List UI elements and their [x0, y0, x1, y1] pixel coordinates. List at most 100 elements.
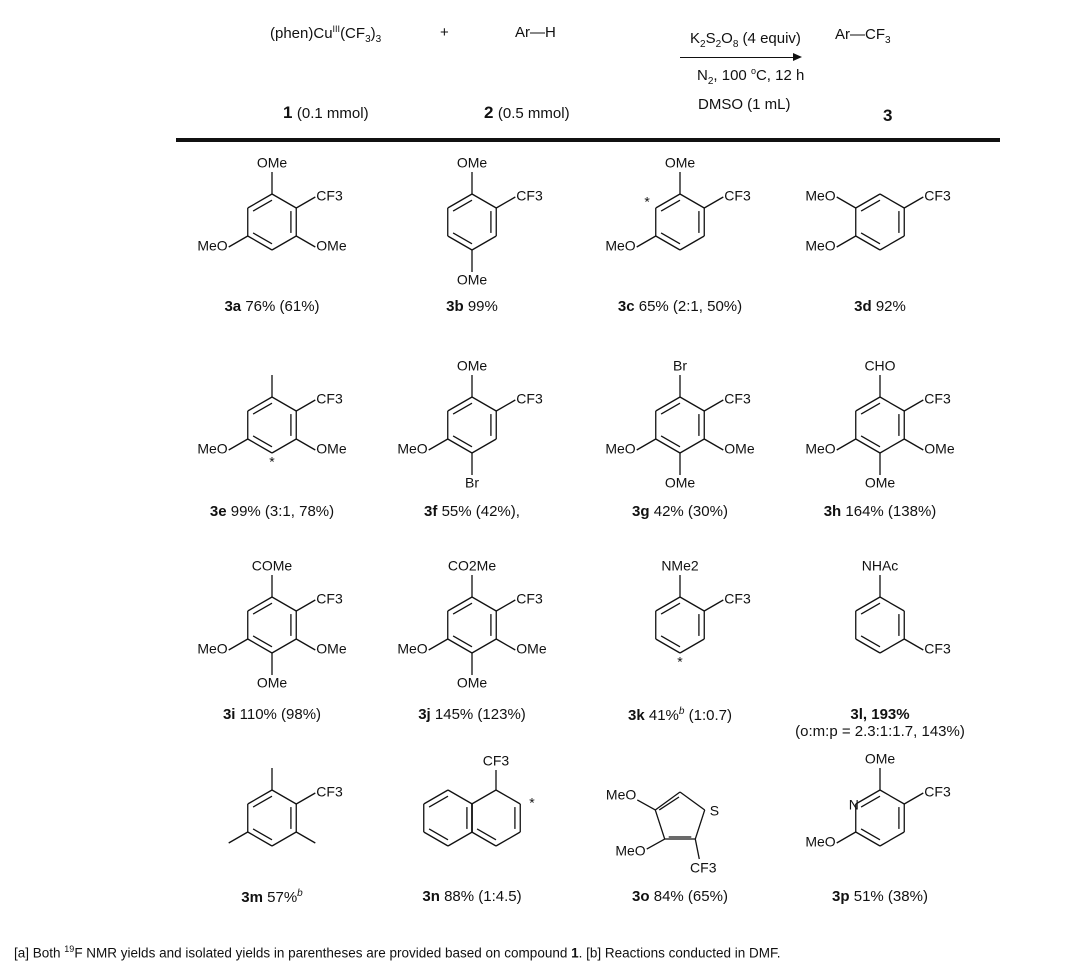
substituent-label: CF3 [483, 753, 510, 769]
label-compound-2: 2 (0.5 mmol) [484, 103, 570, 122]
substituent-label: OMe [724, 441, 755, 457]
bond [295, 399, 316, 412]
compound-id: 3n [422, 888, 440, 905]
bond [271, 396, 297, 412]
bond [660, 402, 681, 415]
bond [247, 235, 273, 251]
compound-yield: 92% [871, 298, 906, 315]
bond [660, 232, 681, 245]
bond [495, 831, 521, 847]
bond [428, 638, 449, 651]
bond [658, 796, 680, 811]
substituent-label: MeO [197, 238, 227, 254]
bond [252, 795, 273, 808]
bond [836, 196, 857, 209]
bond [471, 638, 497, 654]
bond [495, 196, 516, 209]
ring-sulfur: S [710, 803, 719, 819]
bond [694, 809, 706, 840]
bond [903, 792, 924, 805]
bond [228, 638, 249, 651]
bond [860, 795, 881, 808]
compound-id: 3a [224, 298, 242, 315]
bond [660, 435, 681, 448]
compound-yield: 88% (1:4.5) [439, 888, 522, 905]
bond [855, 638, 881, 654]
compound-caption: 3e 99% (3:1, 78%) [210, 503, 334, 520]
substituent-label: MeO [805, 188, 835, 204]
bond [247, 789, 273, 805]
bond [860, 635, 881, 648]
substituent-label: MeO [805, 834, 835, 850]
substituent-label: MeO [805, 238, 835, 254]
bond [428, 438, 449, 451]
bond [879, 789, 905, 805]
substituent-label: CF3 [316, 188, 343, 204]
bond [452, 635, 473, 648]
substituent-label: MeO [605, 238, 635, 254]
bond [655, 396, 681, 412]
bond [471, 438, 497, 454]
compound-yield: 41% [644, 707, 679, 724]
substituent-label: CF3 [724, 188, 751, 204]
compound-yield: 164% (138%) [841, 503, 937, 520]
bond [247, 396, 273, 412]
bond [495, 789, 521, 805]
bond [271, 193, 297, 209]
bond [295, 599, 316, 612]
compound-id: 3f [424, 503, 438, 520]
bond [879, 193, 905, 209]
bond [679, 438, 705, 454]
compound-yield: 84% (65%) [649, 888, 728, 905]
bond [452, 602, 473, 615]
compound-id: 3j [418, 706, 431, 723]
bond [636, 438, 657, 451]
compound-yield: 65% (2:1, 50%) [634, 298, 743, 315]
compound-id: 3i [222, 706, 236, 723]
substituent-label: CF3 [316, 391, 343, 407]
bond [855, 831, 881, 847]
compound-caption: 3i 110% (98%) [223, 706, 321, 723]
bond [660, 199, 681, 212]
bond [247, 831, 273, 847]
compound-yield: 145% (123%) [430, 706, 526, 723]
substituent-label: OMe [865, 475, 896, 491]
bond [679, 193, 705, 209]
substituent-label: OMe [457, 675, 488, 691]
footnote: [a] Both 19F NMR yields and isolated yie… [14, 944, 781, 961]
compound-caption: 3p 51% (38%) [832, 888, 928, 905]
compound-yield: 51% (38%) [849, 888, 928, 905]
bond [679, 596, 705, 612]
bond [879, 596, 905, 612]
substituent-label: NHAc [862, 558, 899, 574]
bond [860, 602, 881, 615]
substituent-label: CO2Me [448, 558, 496, 574]
bond [428, 795, 449, 808]
bond [423, 831, 449, 847]
substituent-label: CF3 [516, 188, 543, 204]
bond [879, 438, 905, 454]
bond [428, 828, 449, 841]
substituent-label: CF3 [724, 591, 751, 607]
bond [495, 638, 516, 651]
bond [903, 399, 924, 412]
bond [447, 789, 473, 805]
compound-yield: 42% (30%) [649, 503, 728, 520]
compound-id: 3p [832, 888, 850, 905]
substituent-label: CF3 [516, 591, 543, 607]
bond [660, 602, 681, 615]
bond [295, 638, 316, 651]
bond [836, 831, 857, 844]
bond [447, 596, 473, 612]
footnote-marker: b [678, 706, 685, 717]
bond [252, 199, 273, 212]
bond [476, 828, 497, 841]
compound-caption: 3k 41%b (1:0.7) [628, 706, 732, 724]
